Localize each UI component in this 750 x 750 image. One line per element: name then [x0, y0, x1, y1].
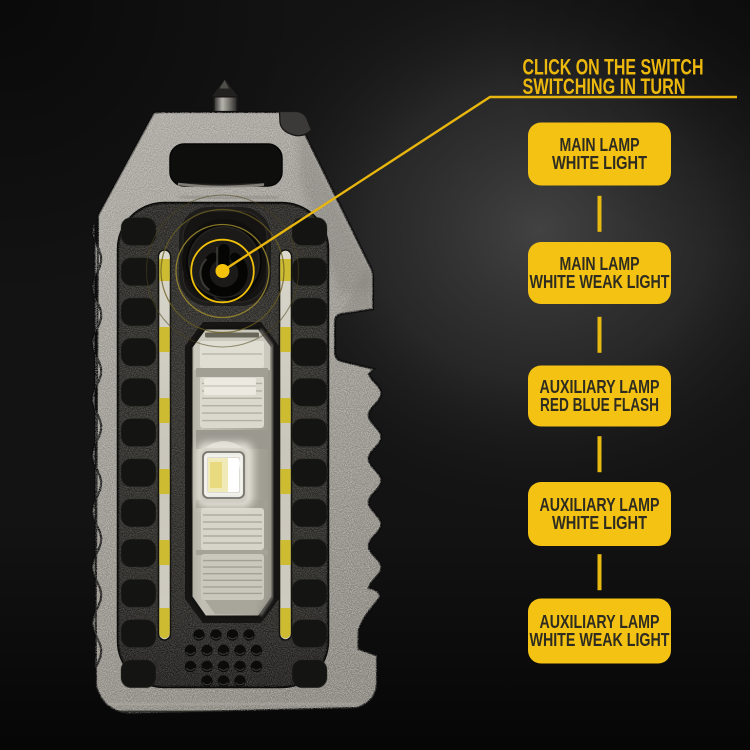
svg-text:WHITE WEAK LIGHT: WHITE WEAK LIGHT — [530, 271, 671, 292]
svg-text:AUXILIARY LAMP: AUXILIARY LAMP — [540, 494, 660, 515]
svg-text:WHITE LIGHT: WHITE LIGHT — [552, 152, 648, 173]
svg-text:MAIN LAMP: MAIN LAMP — [560, 253, 640, 274]
svg-text:RED BLUE FLASH: RED BLUE FLASH — [540, 394, 659, 415]
svg-text:AUXILIARY LAMP: AUXILIARY LAMP — [540, 611, 660, 632]
svg-text:WHITE WEAK LIGHT: WHITE WEAK LIGHT — [530, 629, 671, 650]
svg-text:SWITCHING IN TURN: SWITCHING IN TURN — [523, 74, 686, 99]
svg-text:AUXILIARY LAMP: AUXILIARY LAMP — [540, 376, 660, 397]
svg-text:CLICK ON THE SWITCH: CLICK ON THE SWITCH — [523, 54, 704, 79]
svg-text:MAIN LAMP: MAIN LAMP — [560, 134, 640, 155]
svg-text:WHITE LIGHT: WHITE LIGHT — [552, 512, 648, 533]
